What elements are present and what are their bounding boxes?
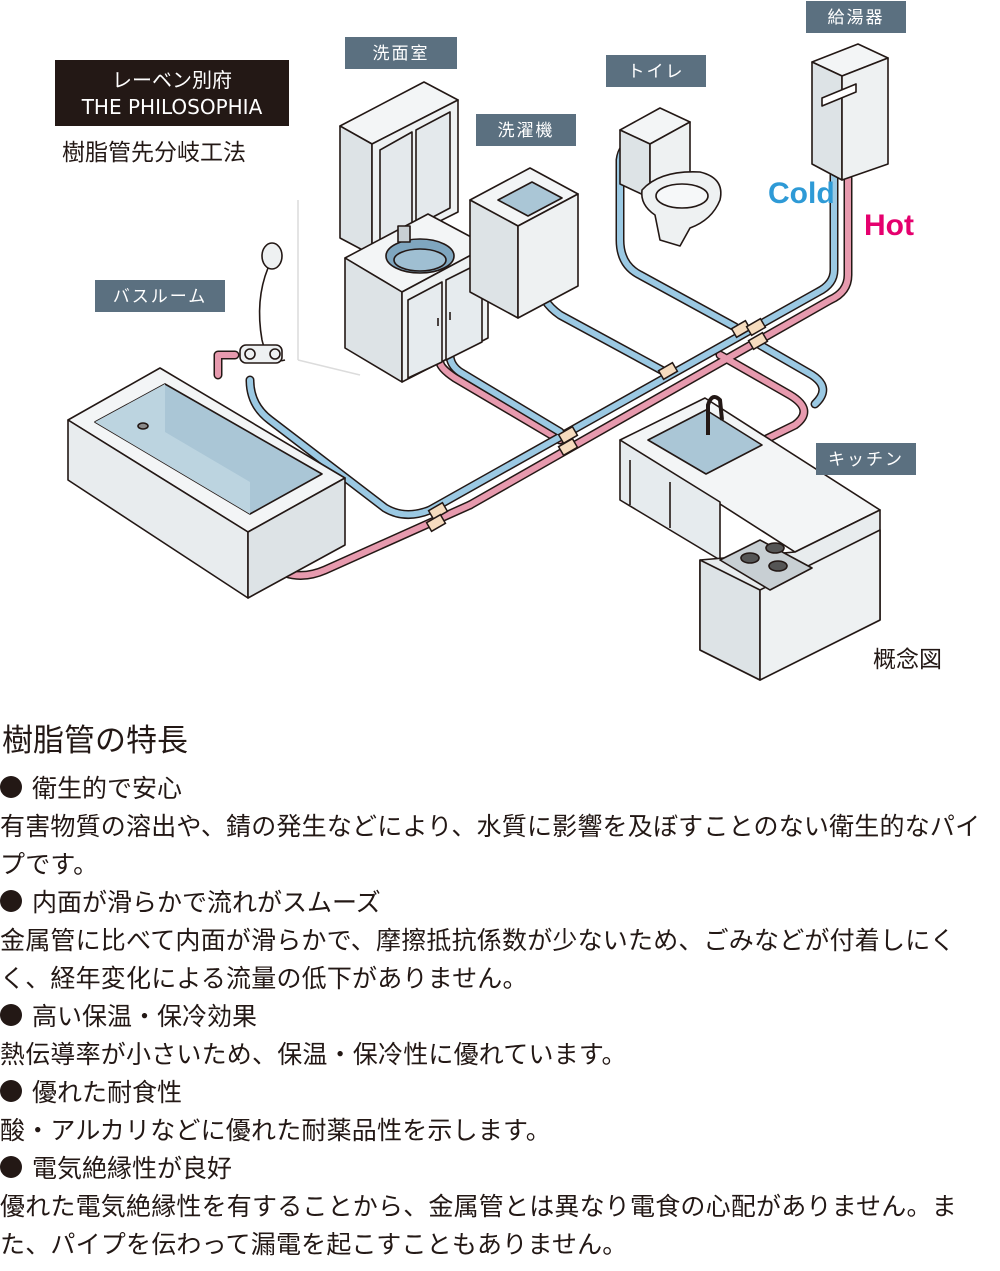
feature-title: 高い保温・保冷効果 — [32, 1002, 258, 1031]
tag-washroom: 洗面室 — [345, 37, 457, 69]
tag-washing-machine: 洗濯機 — [476, 114, 576, 146]
junction — [747, 331, 769, 351]
water-heater — [811, 43, 889, 181]
feature-item: 高い保温・保冷効果 熱伝導率が小さいため、保温・保冷性に優れています。 — [0, 998, 1000, 1074]
brand-name: レーベン別府 — [112, 68, 232, 92]
feature-body: 有害物質の溶出や、錆の発生などにより、水質に影響を及ぼすことのない衛生的なパイプ… — [0, 812, 981, 879]
feature-item: 衛生的で安心 有害物質の溶出や、錆の発生などにより、水質に影響を及ぼすことのない… — [0, 770, 1000, 884]
feature-body: 金属管に比べて内面が滑らかで、摩擦抵抗係数が少ないため、ごみなどが付着しにくく、… — [0, 926, 956, 993]
tag-bathroom: バスルーム — [95, 280, 225, 312]
junction — [425, 513, 447, 533]
svg-text:洗面室: 洗面室 — [373, 44, 430, 64]
svg-text:給湯器: 給湯器 — [828, 8, 885, 28]
bullet-icon — [0, 1004, 22, 1026]
junction — [657, 361, 679, 381]
feature-item: 電気絶縁性が良好 優れた電気絶縁性を有することから、金属管とは異なり電食の心配が… — [0, 1150, 1000, 1264]
diagram-caption: 概念図 — [873, 647, 942, 673]
room-outline — [297, 200, 361, 376]
cold-label: Cold — [768, 177, 835, 210]
kitchen-counter — [619, 394, 881, 681]
feature-title: 優れた耐食性 — [32, 1078, 183, 1107]
bathtub — [67, 367, 346, 599]
pipe-junctions — [425, 317, 769, 533]
bullet-icon — [0, 890, 22, 912]
feature-item: 内面が滑らかで流れがスムーズ 金属管に比べて内面が滑らかで、摩擦抵抗係数が少ない… — [0, 884, 1000, 998]
svg-text:キッチン: キッチン — [828, 450, 904, 470]
junction — [745, 317, 767, 337]
features-section: 樹脂管の特長 衛生的で安心 有害物質の溶出や、錆の発生などにより、水質に影響を及… — [0, 718, 1000, 1264]
toilet — [619, 107, 722, 247]
tag-kitchen: キッチン — [816, 443, 916, 475]
tag-toilet: トイレ — [606, 55, 706, 87]
feature-body: 熱伝導率が小さいため、保温・保冷性に優れています。 — [0, 1040, 627, 1069]
hot-label: Hot — [864, 209, 914, 242]
feature-title: 内面が滑らかで流れがスムーズ — [32, 888, 381, 917]
svg-text:洗濯機: 洗濯機 — [498, 121, 555, 141]
plumbing-diagram: 洗面室 トイレ 給湯器 洗濯機 バスルーム キッチン Cold Hot レーベン… — [55, 1, 942, 681]
bullet-icon — [0, 776, 22, 798]
shower-fixture — [239, 242, 286, 364]
svg-text:トイレ: トイレ — [628, 62, 685, 82]
feature-body: 優れた電気絶縁性を有することから、金属管とは異なり電食の心配がありません。また、… — [0, 1192, 957, 1259]
features-list: 衛生的で安心 有害物質の溶出や、錆の発生などにより、水質に影響を及ぼすことのない… — [0, 770, 1000, 1264]
vanity — [339, 81, 489, 383]
washing-machine — [469, 167, 579, 319]
brand-subtitle: THE PHILOSOPHIA — [81, 95, 263, 119]
method-caption: 樹脂管先分岐工法 — [62, 140, 246, 166]
tag-water-heater: 給湯器 — [806, 1, 906, 33]
feature-title: 電気絶縁性が良好 — [32, 1154, 233, 1183]
junction — [557, 437, 579, 457]
feature-body: 酸・アルカリなどに優れた耐薬品性を示します。 — [0, 1116, 551, 1145]
junction — [730, 319, 752, 339]
bullet-icon — [0, 1080, 22, 1102]
features-heading: 樹脂管の特長 — [2, 723, 188, 759]
bullet-icon — [0, 1156, 22, 1178]
svg-text:バスルーム: バスルーム — [113, 287, 208, 307]
brand-box: レーベン別府 THE PHILOSOPHIA — [55, 60, 289, 126]
feature-item: 優れた耐食性 酸・アルカリなどに優れた耐薬品性を示します。 — [0, 1074, 1000, 1150]
feature-title: 衛生的で安心 — [32, 774, 183, 803]
